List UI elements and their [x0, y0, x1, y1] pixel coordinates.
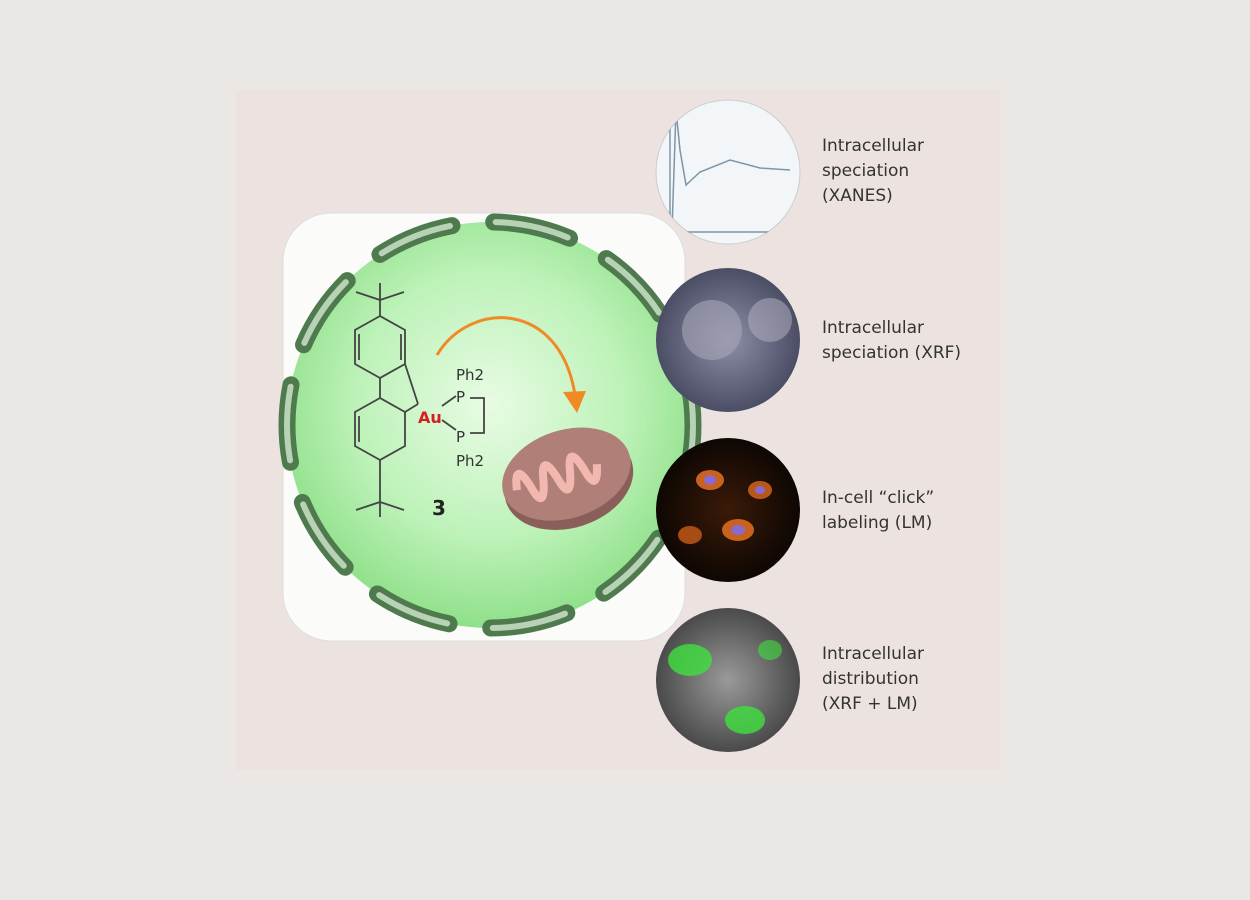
lm-thumbnail: [656, 438, 800, 582]
ligand-top: Ph2: [456, 366, 484, 384]
technique-label-xrf: Intracellular speciation (XRF): [822, 316, 961, 366]
technique-label-xanes: Intracellular speciation (XANES): [822, 134, 924, 209]
technique-label-line: speciation: [822, 161, 910, 181]
mitochondrion: [502, 427, 634, 530]
ligand-bottom: Ph2: [456, 452, 484, 470]
technique-label-line: (XANES): [822, 186, 893, 206]
technique-label-line: (XRF + LM): [822, 694, 918, 714]
compound-number: 3: [432, 496, 446, 520]
technique-label-click: In-cell “click” labeling (LM): [822, 486, 934, 536]
xrf-lm-thumbnail: [656, 608, 800, 752]
compound-structure: [354, 283, 485, 517]
phosphorus-bottom: P: [456, 428, 465, 446]
technique-label-distribution: Intracellular distribution (XRF + LM): [822, 642, 924, 717]
cell: [287, 222, 693, 628]
technique-label-line: Intracellular: [822, 644, 925, 664]
uptake-arrow: [435, 316, 577, 396]
technique-label-line: distribution: [822, 669, 919, 689]
technique-label-line: Intracellular: [822, 136, 925, 156]
cell-membrane-highlight: [284, 219, 696, 631]
arrow-head-icon: [563, 391, 586, 413]
xanes-thumbnail: [655, 99, 801, 245]
technique-label-line: labeling (LM): [822, 513, 933, 533]
technique-label-line: Intracellular: [822, 318, 925, 338]
technique-label-line: speciation (XRF): [822, 343, 962, 363]
xrf-thumbnail: [656, 268, 800, 412]
phosphorus-top: P: [456, 388, 465, 406]
technique-label-line: In-cell “click”: [822, 488, 935, 508]
gold-atom: Au: [418, 408, 442, 427]
